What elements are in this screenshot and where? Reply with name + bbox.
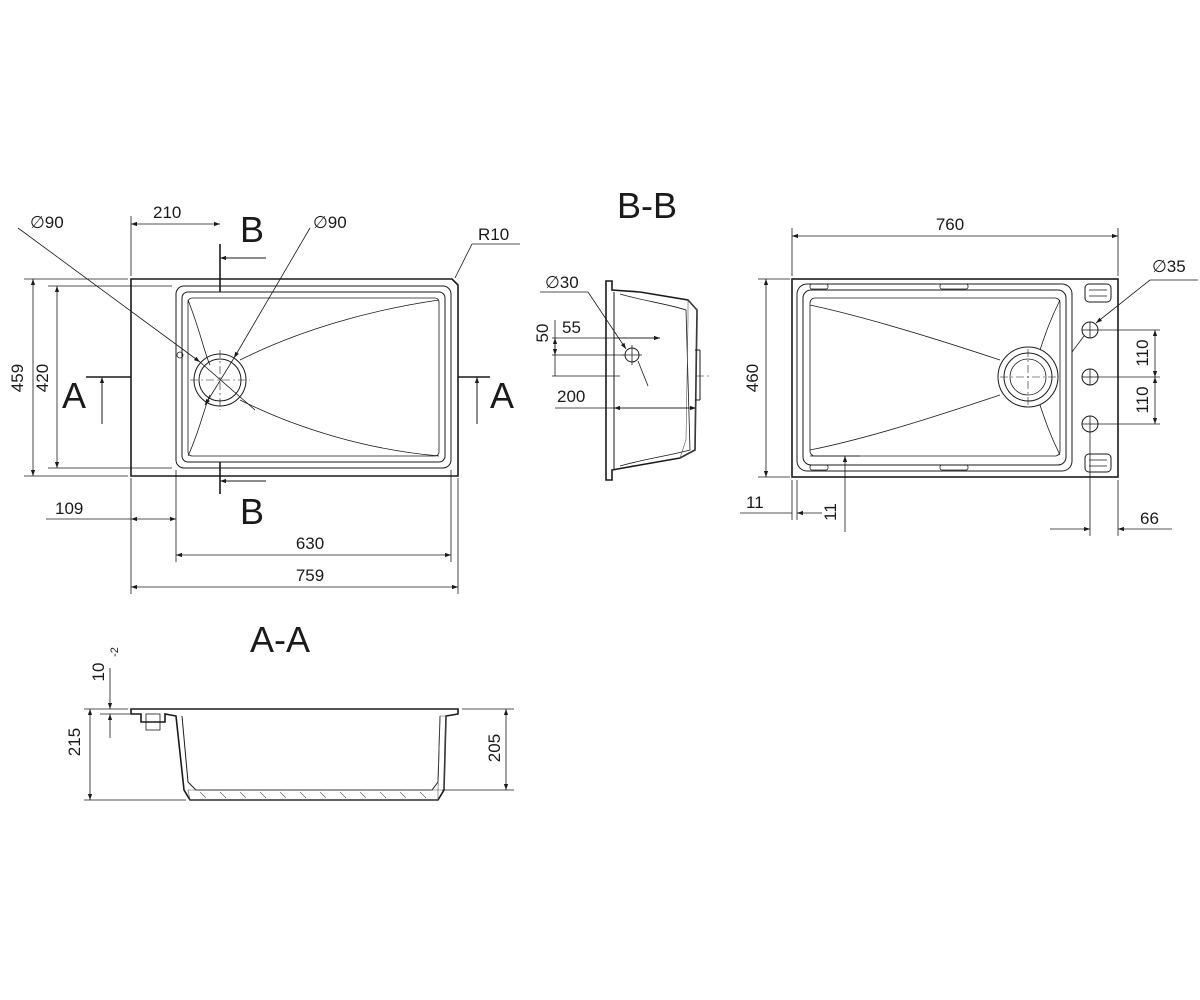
bottom-drain-inner [1009,358,1047,396]
sink-outline [130,278,459,477]
section-aa-title: A-A [250,619,310,660]
dim-215: 215 [65,728,84,756]
overflow-hole [176,351,184,359]
corner-clip [1084,453,1112,473]
bowl-rim-inner [181,291,446,463]
dim-10: 10 [89,663,108,682]
dim-110-bottom: 110 [1133,386,1152,413]
bottom-drain-outer [997,346,1059,408]
section-bb-profile [605,280,698,481]
bottom-view-outline [791,278,1119,478]
dim-109: 109 [55,499,83,518]
section-aa-profile [130,708,459,801]
section-label-b-bottom: B [240,491,264,532]
dim-d35: ∅35 [1152,257,1186,276]
bowl-rim-outer [175,285,452,469]
section-aa: A-A 10 -2 215 205 [65,619,514,801]
bowl-slope-curve [187,394,211,457]
dim-10-tolerance: -2 [109,647,121,657]
top-view: ∅90 210 ∅90 R10 459 420 109 630 759 A A … [8,203,520,594]
section-bb: B-B ∅30 50 55 200 [533,185,712,481]
bottom-view: 760 ∅35 460 110 110 11 11 66 [740,215,1198,536]
dim-760: 760 [936,215,964,234]
dim-205: 205 [485,734,504,762]
bowl-floor [187,297,440,457]
dim-460: 460 [743,364,762,392]
corner-clip [1084,283,1112,303]
section-label-b-top: B [240,209,264,250]
dim-50: 50 [533,324,552,343]
dim-759: 759 [296,566,324,585]
overflow-channel [145,713,161,731]
dim-r10: R10 [478,225,509,244]
dim-11-left: 11 [746,493,764,512]
section-label-a-left: A [62,375,86,416]
dim-d30: ∅30 [545,273,579,292]
dim-11-vertical: 11 [821,503,840,521]
dim-55: 55 [562,318,581,337]
dim-d90-right: ∅90 [313,213,347,232]
dim-210: 210 [153,203,181,222]
section-bb-title: B-B [617,185,677,226]
bowl-slope-curve [239,299,440,361]
dim-d90-left: ∅90 [30,213,64,232]
bowl-slope-curve [187,299,211,366]
section-label-a-right: A [490,375,514,416]
dim-66: 66 [1140,509,1159,528]
dim-459: 459 [8,364,27,392]
dim-200: 200 [557,387,585,406]
dim-420: 420 [33,364,52,392]
bowl-slope-curve [239,399,440,457]
dim-110-top: 110 [1133,339,1152,366]
dim-630: 630 [296,534,324,553]
